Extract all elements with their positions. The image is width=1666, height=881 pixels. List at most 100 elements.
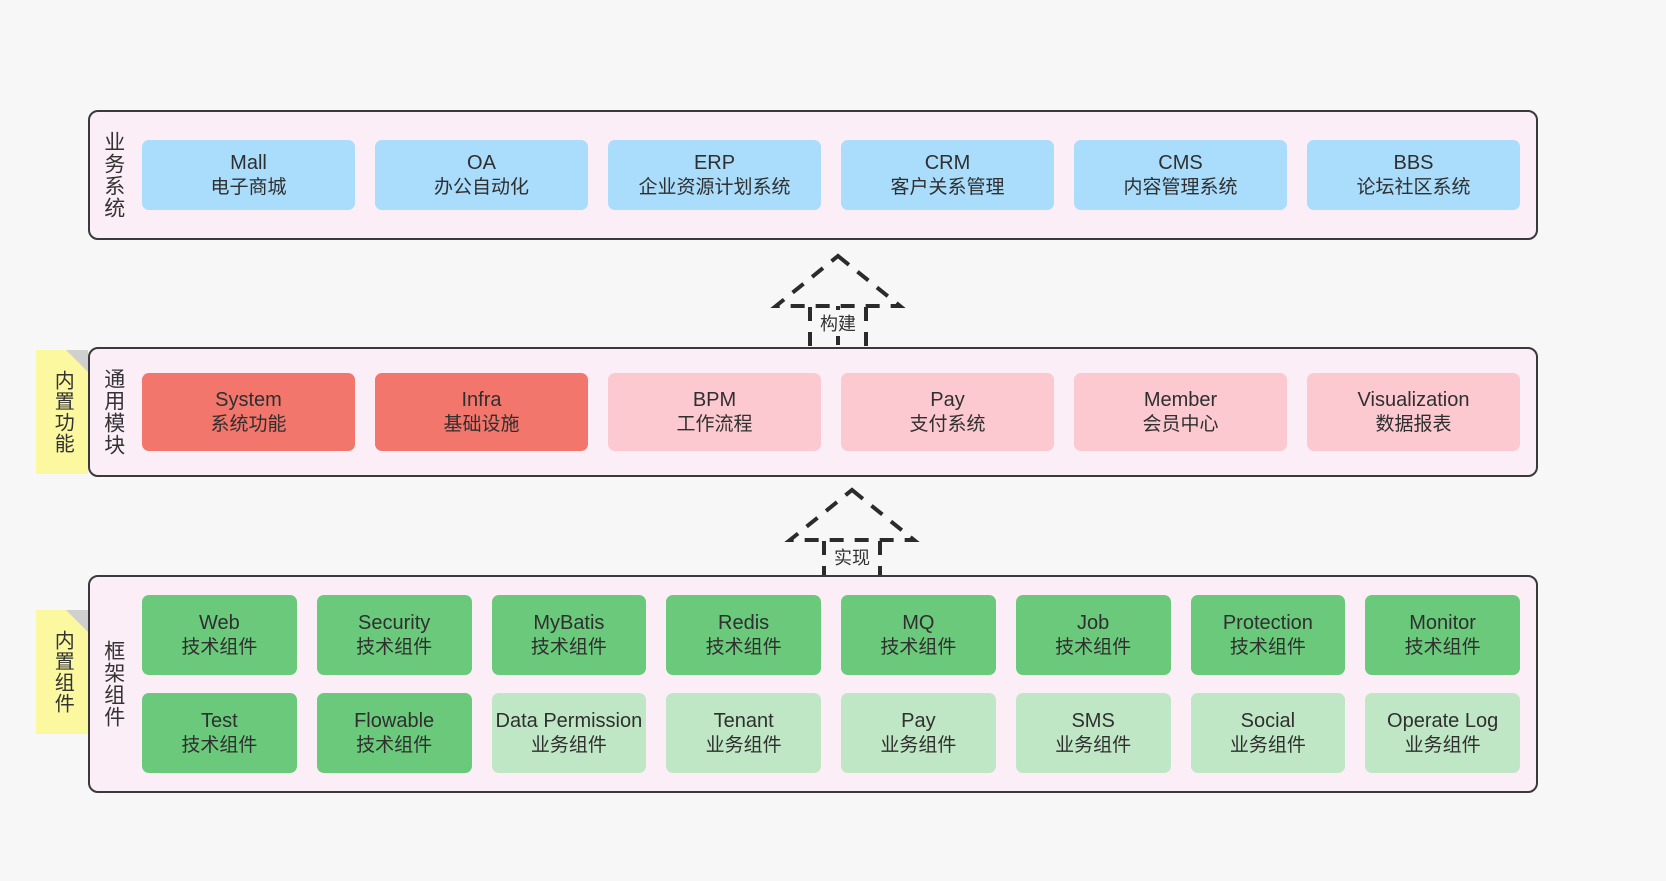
framework-tech-row: Web 技术组件 Security 技术组件 MyBatis 技术组件 Redi…	[142, 595, 1520, 675]
node-bpm[interactable]: BPM 工作流程	[608, 373, 821, 451]
node-mybatis-desc: 技术组件	[530, 636, 607, 658]
node-protection[interactable]: Protection 技术组件	[1190, 595, 1346, 675]
node-member[interactable]: Member 会员中心	[1074, 373, 1287, 451]
connector-build-label: 构建	[817, 310, 859, 336]
node-member-desc: 会员中心	[1142, 413, 1219, 435]
layer-title-business-systems: 业务系统	[101, 131, 125, 219]
node-cms-name: CMS	[1158, 151, 1203, 174]
node-operate-log-name: Operate Log	[1387, 709, 1499, 732]
node-operate-log[interactable]: Operate Log 业务组件	[1365, 693, 1520, 773]
node-redis[interactable]: Redis 技术组件	[666, 595, 821, 675]
node-pay-component[interactable]: Pay 业务组件	[841, 693, 996, 773]
node-protection-desc: 技术组件	[1229, 636, 1306, 658]
node-bbs-desc: 论坛社区系统	[1356, 176, 1471, 198]
node-cms[interactable]: CMS 内容管理系统	[1074, 140, 1287, 210]
layer-business-systems: 业务系统 Mall 电子商城 OA 办公自动化 ERP 企业资源计划系统 CRM…	[88, 110, 1538, 240]
framework-business-row: Test 技术组件 Flowable 技术组件 Data Permission …	[142, 693, 1520, 773]
node-cms-desc: 内容管理系统	[1123, 176, 1238, 198]
node-pay-module-desc: 支付系统	[909, 413, 986, 435]
layer-title-common-modules: 通用模块	[101, 368, 125, 456]
layer-common-modules: 通用模块 System 系统功能 Infra 基础设施 BPM 工作流程 Pay…	[88, 347, 1538, 477]
node-sms-desc: 业务组件	[1055, 734, 1132, 756]
node-infra-name: Infra	[461, 388, 502, 411]
layer-body-common-modules: System 系统功能 Infra 基础设施 BPM 工作流程 Pay 支付系统…	[136, 349, 1536, 475]
layer-framework-components: 框架组件 Web 技术组件 Security 技术组件 MyBatis 技术组件…	[88, 575, 1538, 793]
common-modules-row: System 系统功能 Infra 基础设施 BPM 工作流程 Pay 支付系统…	[142, 373, 1520, 451]
node-oa[interactable]: OA 办公自动化	[375, 140, 588, 210]
node-system-name: System	[215, 388, 282, 411]
node-tenant-desc: 业务组件	[705, 734, 782, 756]
node-infra-desc: 基础设施	[443, 413, 520, 435]
node-visualization[interactable]: Visualization 数据报表	[1307, 373, 1520, 451]
node-mall[interactable]: Mall 电子商城	[142, 140, 355, 210]
node-job-name: Job	[1077, 611, 1110, 634]
node-social[interactable]: Social 业务组件	[1190, 693, 1346, 773]
node-pay-component-name: Pay	[901, 709, 936, 732]
node-member-name: Member	[1143, 388, 1218, 411]
note-builtin-components: 内置组件	[36, 610, 88, 734]
node-web[interactable]: Web 技术组件	[142, 595, 297, 675]
node-bpm-desc: 工作流程	[676, 413, 753, 435]
node-data-permission-desc: 业务组件	[530, 734, 607, 756]
node-operate-log-desc: 业务组件	[1404, 734, 1481, 756]
node-erp[interactable]: ERP 企业资源计划系统	[608, 140, 821, 210]
node-tenant-name: Tenant	[713, 709, 774, 732]
node-redis-name: Redis	[718, 611, 770, 634]
node-erp-name: ERP	[693, 151, 736, 174]
node-erp-desc: 企业资源计划系统	[638, 176, 791, 198]
node-mq-desc: 技术组件	[880, 636, 957, 658]
node-test-name: Test	[201, 709, 238, 732]
node-test[interactable]: Test 技术组件	[142, 693, 297, 773]
node-visualization-name: Visualization	[1357, 388, 1470, 411]
node-monitor-name: Monitor	[1409, 611, 1476, 634]
node-infra[interactable]: Infra 基础设施	[375, 373, 588, 451]
node-web-name: Web	[198, 611, 240, 634]
node-mall-name: Mall	[230, 151, 267, 174]
node-pay-component-desc: 业务组件	[880, 734, 957, 756]
note-fold-corner-icon	[66, 350, 88, 372]
node-social-name: Social	[1240, 709, 1296, 732]
node-sms[interactable]: SMS 业务组件	[1015, 693, 1171, 773]
node-monitor-desc: 技术组件	[1404, 636, 1481, 658]
node-crm[interactable]: CRM 客户关系管理	[841, 140, 1054, 210]
note-fold-corner-icon	[66, 610, 88, 632]
node-data-permission[interactable]: Data Permission 业务组件	[491, 693, 647, 773]
layer-body-business-systems: Mall 电子商城 OA 办公自动化 ERP 企业资源计划系统 CRM 客户关系…	[136, 112, 1536, 238]
node-security-desc: 技术组件	[356, 636, 433, 658]
node-mq[interactable]: MQ 技术组件	[841, 595, 996, 675]
node-pay-module[interactable]: Pay 支付系统	[841, 373, 1054, 451]
node-protection-name: Protection	[1222, 611, 1313, 634]
node-system-desc: 系统功能	[210, 413, 287, 435]
node-bpm-name: BPM	[692, 388, 737, 411]
node-social-desc: 业务组件	[1229, 734, 1306, 756]
node-mq-name: MQ	[902, 611, 935, 634]
connector-implement: 实现	[762, 482, 942, 582]
node-visualization-desc: 数据报表	[1375, 413, 1452, 435]
node-security-name: Security	[358, 611, 431, 634]
node-oa-desc: 办公自动化	[433, 176, 529, 198]
node-crm-name: CRM	[924, 151, 971, 174]
node-job-desc: 技术组件	[1055, 636, 1132, 658]
node-sms-name: SMS	[1071, 709, 1115, 732]
layer-body-framework-components: Web 技术组件 Security 技术组件 MyBatis 技术组件 Redi…	[136, 577, 1536, 791]
node-monitor[interactable]: Monitor 技术组件	[1365, 595, 1520, 675]
layer-title-framework-components: 框架组件	[101, 640, 125, 728]
note-builtin-components-label: 内置组件	[51, 630, 74, 714]
node-web-desc: 技术组件	[181, 636, 258, 658]
node-flowable-desc: 技术组件	[356, 734, 433, 756]
node-flowable[interactable]: Flowable 技术组件	[316, 693, 472, 773]
node-redis-desc: 技术组件	[705, 636, 782, 658]
node-security[interactable]: Security 技术组件	[316, 595, 472, 675]
node-flowable-name: Flowable	[354, 709, 435, 732]
node-data-permission-name: Data Permission	[495, 709, 643, 732]
connector-implement-label: 实现	[831, 544, 873, 570]
node-mybatis[interactable]: MyBatis 技术组件	[491, 595, 647, 675]
node-system[interactable]: System 系统功能	[142, 373, 355, 451]
node-pay-module-name: Pay	[930, 388, 965, 411]
node-crm-desc: 客户关系管理	[890, 176, 1005, 198]
node-oa-name: OA	[467, 151, 496, 174]
node-tenant[interactable]: Tenant 业务组件	[666, 693, 821, 773]
node-job[interactable]: Job 技术组件	[1015, 595, 1171, 675]
node-bbs[interactable]: BBS 论坛社区系统	[1307, 140, 1520, 210]
